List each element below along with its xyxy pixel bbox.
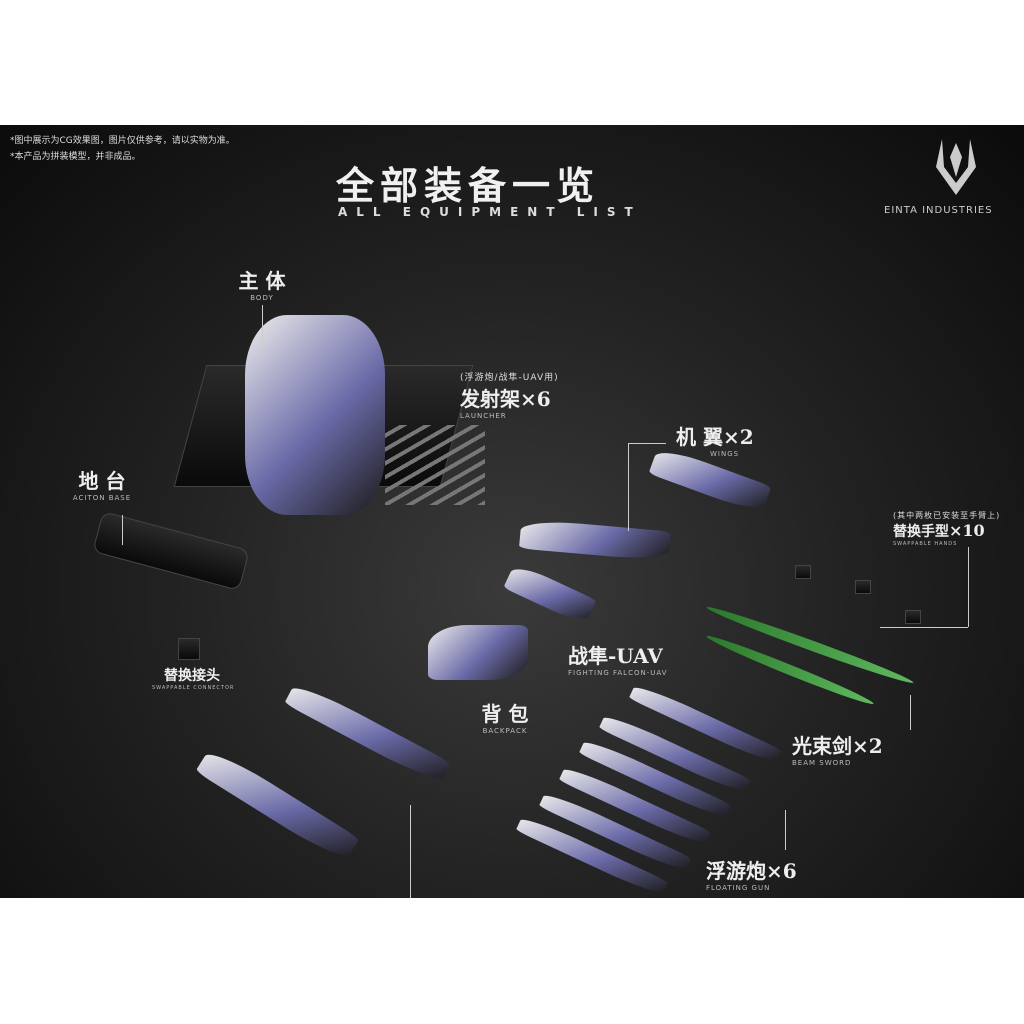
label-qty: ×2 [722, 425, 754, 449]
page-title: 全部装备一览 [336, 163, 601, 208]
label-en: SWAPPABLE HANDS [893, 541, 958, 547]
label-zh: 背 包 [481, 702, 529, 726]
connector-image [178, 638, 200, 660]
label-launcher: (浮游炮/战隼-UAV用) 发射架×6 LAUNCHER [460, 370, 559, 420]
label-zh: 地 台 [78, 469, 126, 493]
leader-line [880, 627, 968, 628]
label-zh: 战隼-UAV [568, 644, 663, 668]
leader-line [628, 443, 629, 531]
label-beam-sword: 光束剑×2 BEAM SWORD [792, 730, 883, 767]
disclaimer: *图中展示为CG效果图，图片仅供参考，请以实物为准。 *本产品为拼装模型，并非成… [10, 133, 235, 165]
label-zh: 主 体 [238, 269, 286, 293]
leader-line [410, 805, 411, 898]
label-zh: 替换手型 [893, 524, 949, 540]
label-base: 地 台 ACITON BASE [62, 465, 142, 502]
brand-name: EINTA INDUSTRIES [884, 205, 993, 216]
label-en: WINGS [710, 450, 740, 458]
label-en: SWAPPABLE CONNECTOR [152, 685, 235, 691]
leader-line [910, 695, 911, 730]
label-floating-gun: 浮游炮×6 FLOATING GUN [706, 855, 797, 892]
label-zh: 发射架 [460, 387, 520, 411]
base-arm-image [92, 511, 250, 591]
wing-image [518, 518, 672, 562]
leader-line [262, 305, 263, 355]
leader-line [122, 515, 123, 545]
label-zh: 机 翼 [676, 425, 723, 449]
sword-image [284, 680, 451, 786]
label-qty: ×6 [766, 859, 797, 883]
leader-line [628, 443, 666, 444]
label-note: (浮游炮/战隼-UAV用) [460, 373, 559, 383]
label-hands: (其中两枚已安装至手臂上) 替换手型×10 SWAPPABLE HANDS [893, 510, 1000, 547]
label-qty: ×10 [949, 521, 985, 540]
label-qty: ×2 [852, 734, 883, 758]
label-en: FIGHTING FALCON-UAV [568, 669, 668, 677]
backpack-image [428, 625, 528, 680]
note-2: *本产品为拼装模型，并非成品。 [10, 152, 141, 162]
label-uav: 战隼-UAV FIGHTING FALCON-UAV [568, 640, 668, 677]
note-1: *图中展示为CG效果图，图片仅供参考，请以实物为准。 [10, 136, 235, 146]
label-en: BACKPACK [482, 727, 528, 735]
page-subtitle: ALL EQUIPMENT LIST [338, 205, 642, 219]
body-image [245, 315, 385, 515]
label-note: (其中两枚已安装至手臂上) [893, 511, 1001, 520]
label-qty: ×6 [520, 387, 551, 411]
sword-image [195, 745, 360, 865]
product-showcase: *图中展示为CG效果图，图片仅供参考，请以实物为准。 *本产品为拼装模型，并非成… [0, 125, 1024, 898]
label-zh: 浮游炮 [706, 859, 766, 883]
label-zh: 替换接头 [164, 668, 220, 684]
leader-line [968, 547, 969, 627]
label-en: BODY [250, 294, 274, 302]
label-backpack: 背 包 BACKPACK [475, 698, 535, 735]
label-en: LAUNCHER [460, 412, 507, 420]
launcher-image [385, 425, 485, 505]
uav-image [503, 562, 597, 626]
hand-image [905, 610, 921, 624]
label-en: FLOATING GUN [706, 884, 771, 892]
hand-image [855, 580, 871, 594]
label-body: 主 体 BODY [222, 265, 302, 302]
hand-image [795, 565, 811, 579]
brand-logo-icon [936, 139, 976, 195]
label-en: ACITON BASE [72, 494, 132, 502]
label-connector: 替换接头 SWAPPABLE CONNECTOR [152, 665, 235, 691]
label-zh: 光束剑 [792, 734, 852, 758]
label-en: BEAM SWORD [792, 759, 852, 767]
leader-line [785, 810, 786, 850]
label-wings: 机 翼×2 WINGS [676, 421, 754, 458]
